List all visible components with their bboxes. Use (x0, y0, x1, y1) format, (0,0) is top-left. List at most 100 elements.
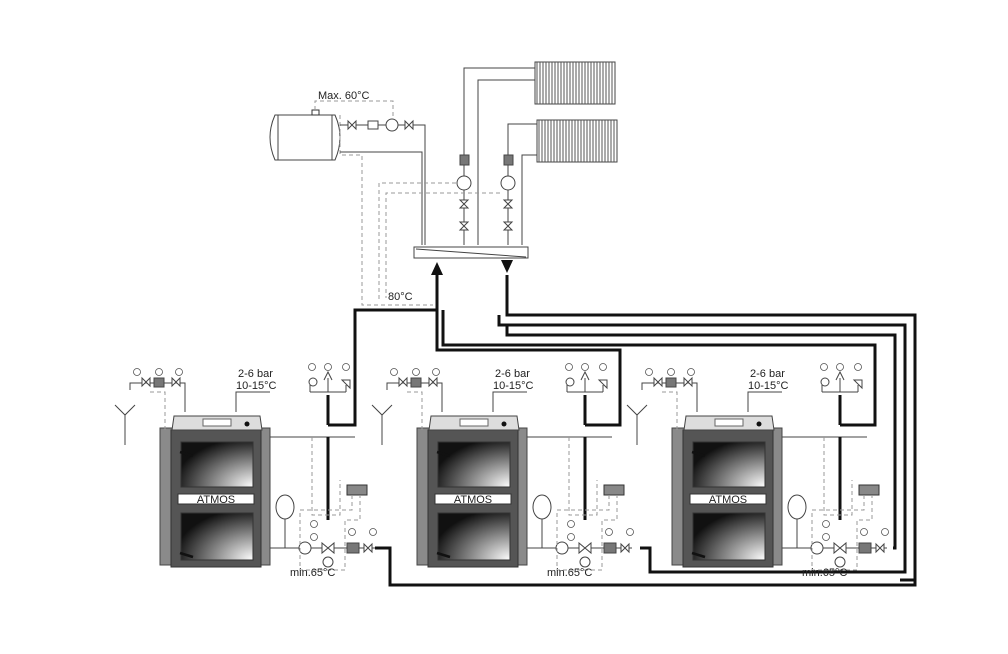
valve-icon (683, 376, 693, 388)
position-number-marker (667, 368, 675, 376)
expansion-vessel-icon (787, 494, 807, 520)
cold-water-temp-label: 10-15°C (236, 380, 277, 392)
position-number-marker (599, 363, 607, 371)
air-vent-icon (835, 370, 845, 381)
door-handle (179, 450, 194, 458)
boiler-knob-icon (756, 421, 762, 427)
door-handle (436, 450, 451, 458)
controller-icon (346, 484, 368, 496)
controller-icon (603, 484, 625, 496)
boiler-brand-label: ATMOS (454, 494, 492, 506)
controller-icon (858, 484, 880, 496)
drain-funnel (371, 404, 393, 445)
position-number-marker (836, 363, 844, 371)
mixing-valve-icon (578, 541, 592, 555)
valve-icon (171, 376, 181, 388)
position-number-marker (860, 528, 868, 536)
upper-door (692, 441, 766, 488)
lower-door (180, 512, 254, 561)
position-number-marker (881, 528, 889, 536)
safety-group (309, 378, 347, 393)
pressure-gauge-icon (820, 377, 830, 387)
boiler-brand-label: ATMOS (709, 494, 747, 506)
position-number-marker (432, 368, 440, 376)
shutoff-valve-icon (363, 542, 373, 554)
tank-loading-valves (347, 118, 414, 132)
position-number-marker (565, 363, 573, 371)
drain-funnel (114, 404, 136, 445)
position-number-marker (310, 533, 318, 541)
filter-icon (603, 542, 617, 554)
filter-icon (858, 542, 872, 554)
radiator-2 (536, 119, 618, 163)
position-number-marker (820, 363, 828, 371)
boiler-display (459, 418, 489, 427)
boiler-display (202, 418, 232, 427)
circulation-pump-icon (456, 175, 472, 191)
cold-water-temp-label: 10-15°C (493, 380, 534, 392)
boiler-brand-label: ATMOS (197, 494, 235, 506)
filter-icon (665, 377, 677, 388)
position-number-marker (175, 368, 183, 376)
position-number-marker (369, 528, 377, 536)
door-handle (691, 551, 706, 559)
tank-max-temp-label: Max. 60°C (318, 90, 370, 102)
expansion-vessel-icon (532, 494, 552, 520)
position-number-marker (581, 363, 589, 371)
boiler-display (714, 418, 744, 427)
return-pump-icon (555, 541, 569, 555)
upper-door (437, 441, 511, 488)
position-number-marker (133, 368, 141, 376)
valve-motor-icon (834, 556, 846, 568)
filter-icon (346, 542, 360, 554)
return-pump-icon (298, 541, 312, 555)
radiator-1 (534, 61, 616, 105)
position-number-marker (390, 368, 398, 376)
shutoff-valve-icon (875, 542, 885, 554)
pressure-gauge-icon (565, 377, 575, 387)
filter-icon (410, 377, 422, 388)
header-temp-label: 80°C (388, 291, 413, 303)
position-number-marker (822, 520, 830, 528)
hot-water-tank (269, 109, 341, 161)
position-number-marker (645, 368, 653, 376)
lower-door (692, 512, 766, 561)
tank-sensor-icon (311, 109, 320, 116)
air-vent-icon (323, 370, 333, 381)
position-number-marker (324, 363, 332, 371)
min-return-temp-label: min.65°C (802, 567, 847, 579)
safety-valve-icon (597, 379, 608, 390)
min-return-temp-label: min.65°C (547, 567, 592, 579)
min-return-temp-label: min.65°C (290, 567, 335, 579)
position-number-marker (626, 528, 634, 536)
boiler-knob-icon (501, 421, 507, 427)
position-number-marker (412, 368, 420, 376)
door-handle (179, 551, 194, 559)
valve-motor-icon (322, 556, 334, 568)
position-number-marker (348, 528, 356, 536)
pump-icon (385, 118, 399, 132)
filter-icon (153, 377, 165, 388)
boiler-knob-icon (244, 421, 250, 427)
safety-group (821, 378, 859, 393)
upper-door (180, 441, 254, 488)
air-vent-icon (580, 370, 590, 381)
position-number-marker (687, 368, 695, 376)
lower-door (437, 512, 511, 561)
position-number-marker (308, 363, 316, 371)
position-number-marker (822, 533, 830, 541)
heating-circuit-1-components (456, 154, 472, 231)
door-handle (691, 450, 706, 458)
position-number-marker (155, 368, 163, 376)
drain-funnel (626, 404, 648, 445)
safety-valve-icon (852, 379, 863, 390)
circulation-pump-icon (500, 175, 516, 191)
thermostatic-valve-icon (141, 376, 151, 388)
door-handle (436, 551, 451, 559)
thermostatic-valve-icon (653, 376, 663, 388)
valve-motor-icon (579, 556, 591, 568)
position-number-marker (567, 520, 575, 528)
safety-group (566, 378, 604, 393)
